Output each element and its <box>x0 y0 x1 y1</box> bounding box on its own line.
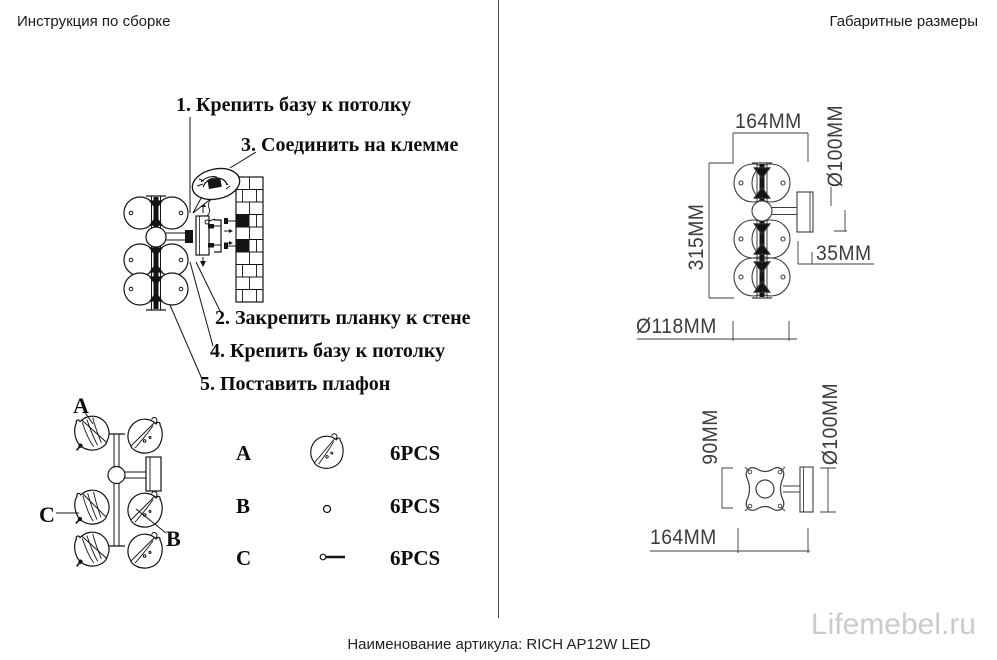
cross-base-plate <box>744 466 786 512</box>
watermark: Lifemebel.ru <box>810 608 976 641</box>
dim-top-shade-diameter: Ø100MM <box>819 382 842 466</box>
terminal-callout <box>191 167 241 217</box>
leader-lines <box>169 117 257 380</box>
dim-top-width: 164MM <box>650 526 717 549</box>
leader-b <box>135 508 167 534</box>
legend-row-c-qty: 6PCS <box>390 546 441 570</box>
legend-row-a-letter: A <box>236 441 252 465</box>
exploded-lamp-view <box>56 410 167 571</box>
terminal-block-detail <box>196 176 231 190</box>
dim-front-base-diameter: Ø118MM <box>636 315 717 338</box>
wire-squiggle <box>206 198 212 217</box>
dim-front-bracket-depth: 35MM <box>816 242 872 265</box>
part-label-c: C <box>39 502 55 527</box>
legend-icons <box>310 433 345 561</box>
page-title-right: Габаритные размеры <box>829 13 978 30</box>
dim-front-width: 164MM <box>735 110 802 133</box>
leader-a <box>83 410 94 425</box>
brick-wall <box>224 176 264 303</box>
part-label-a: A <box>73 393 89 418</box>
top-view-drawing <box>744 466 814 513</box>
step-3-label: 3. Соединить на клемме <box>241 134 459 156</box>
wall-bracket <box>208 219 233 253</box>
dimension-lines <box>637 132 874 553</box>
part-label-b: B <box>166 526 181 551</box>
dim-front-height: 315MM <box>685 203 708 271</box>
screw-dot-icon <box>322 504 332 514</box>
legend-row-b-qty: 6PCS <box>390 494 441 518</box>
legend-row-b-letter: B <box>236 494 251 518</box>
legend-row-a-qty: 6PCS <box>390 441 441 465</box>
lampshade-icon <box>310 433 344 469</box>
step-4-label: 4. Крепить базу к потолку <box>210 340 446 362</box>
dim-front-shade-diameter: Ø100MM <box>824 104 847 188</box>
assembly-diagram <box>56 117 345 571</box>
step-1-label: 1. Крепить базу к потолку <box>176 94 412 116</box>
legend-row-c-letter: C <box>236 546 252 570</box>
mounting-plate <box>195 201 216 267</box>
step-2-label: 2. Закрепить планку к стене <box>215 307 471 329</box>
page-title-left: Инструкция по сборке <box>17 13 171 30</box>
step-5-label: 5. Поставить плафон <box>200 373 391 395</box>
front-view-drawing <box>733 162 814 299</box>
pin-icon <box>319 553 345 561</box>
article-name: Наименование артикула: RICH AP12W LED <box>347 636 651 653</box>
ceiling-lamp-front <box>123 195 193 311</box>
dim-top-plate-height: 90MM <box>699 409 722 465</box>
wall-screw-icon <box>224 218 236 249</box>
